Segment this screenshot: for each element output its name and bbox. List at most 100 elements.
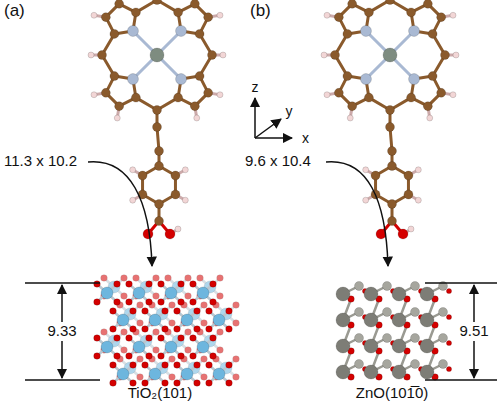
oxygen-atom [130,308,137,315]
titanium-atom [197,341,209,353]
carbon-atom [155,200,164,209]
nitrogen-atom [176,25,187,36]
annotation-group [25,98,497,380]
oxygen-atom [143,229,153,239]
carbon-atom [110,72,119,81]
oxygen-atom [101,329,108,336]
oxygen-atom [114,353,121,360]
oxygen-atom [153,293,160,300]
zinc-atom [439,334,448,343]
carbon-atom [388,200,397,209]
hydrogen-atom [408,226,414,232]
carbon-atom [428,72,437,81]
zinc-atom [355,334,364,343]
nitrogen-atom [127,25,138,36]
hydrogen-atom [450,92,456,98]
oxygen-atom [174,308,181,315]
carbon-atom [386,0,395,5]
porphyrin-molecule [321,0,459,239]
hydrogen-atom [427,115,433,121]
oxygen-atom [146,353,153,360]
zinc-atom [364,339,378,353]
y-axis [255,119,281,138]
oxygen-atom [110,326,117,333]
tio2-slab [94,275,240,387]
zinc-atom [364,313,378,327]
zno-slab [336,282,452,381]
panel-letter: (a) [4,2,25,21]
hydrogen-atom [114,115,120,121]
zinc-atom [439,360,448,369]
oxygen-atom [158,353,165,360]
oxygen-atom [153,347,160,354]
carbon-atom [174,8,183,17]
oxygen-atom [210,281,217,288]
carbon-atom [195,29,204,38]
zinc-atom [411,334,420,343]
oxygen-atom [201,356,208,363]
oxygen-atom [446,314,451,319]
oxygen-atom [233,302,240,309]
oxygen-atom [226,326,233,333]
oxygen-atom [142,362,149,369]
carbon-atom [423,102,432,111]
carbon-atom [171,171,180,180]
zinc-atom [383,334,392,343]
hydrogen-atom [347,115,353,121]
oxygen-atom [210,353,217,360]
oxygen-atom [194,308,201,315]
titanium-atom [165,287,177,299]
carbon-atom [115,0,124,8]
axis-label: y [286,104,293,119]
hydrogen-atom [324,92,330,98]
carbon-atom [204,88,213,97]
carbon-atom [404,190,413,199]
oxygen-atom [446,340,451,345]
oxygen-atom [142,308,149,315]
titanium-atom [197,287,209,299]
oxygen-atom [206,308,213,315]
oxygen-atom [142,326,149,333]
carbon-atom [348,102,357,111]
oxygen-atom [185,293,192,300]
oxygen-atom [121,329,128,336]
nitrogen-atom [360,25,371,36]
oxygen-atom [146,281,153,288]
hydrogen-atom [450,12,456,18]
oxygen-atom [130,326,137,333]
oxygen-atom [217,293,224,300]
axis-label: x [302,131,309,146]
oxygen-atom [398,229,408,239]
carbon-atom [364,8,373,17]
carbon-atom [98,51,107,60]
oxygen-atom [110,362,117,369]
dimension-tick [425,282,497,284]
dimension-label: 9.6 x 10.4 [245,153,311,170]
dimension-tick [25,379,100,381]
titanium-atom [149,368,161,380]
zinc-atom [392,287,406,301]
carbon-atom [190,0,199,8]
oxygen-atom [162,362,169,369]
zinc-atom [420,339,434,353]
dimension-label: 11.3 x 10.2 [4,153,77,170]
hydrogen-atom [130,197,136,203]
zinc-atom [420,287,434,301]
carbon-atom [407,93,416,102]
oxygen-atom [165,229,175,239]
dimension-tick [425,379,497,381]
titanium-atom [101,287,113,299]
oxygen-atom [165,275,172,282]
oxygen-atom [162,326,169,333]
zinc-atom [392,313,406,327]
zinc-atom [355,308,364,317]
oxygen-atom [206,326,213,333]
carbon-atom [153,123,162,132]
oxygen-atom [146,335,153,342]
carbon-atom [155,162,164,171]
carbon-atom [404,171,413,180]
oxygen-atom [178,335,185,342]
oxygen-atom [94,299,101,306]
x-axis [255,137,292,139]
oxygen-atom [158,335,165,342]
